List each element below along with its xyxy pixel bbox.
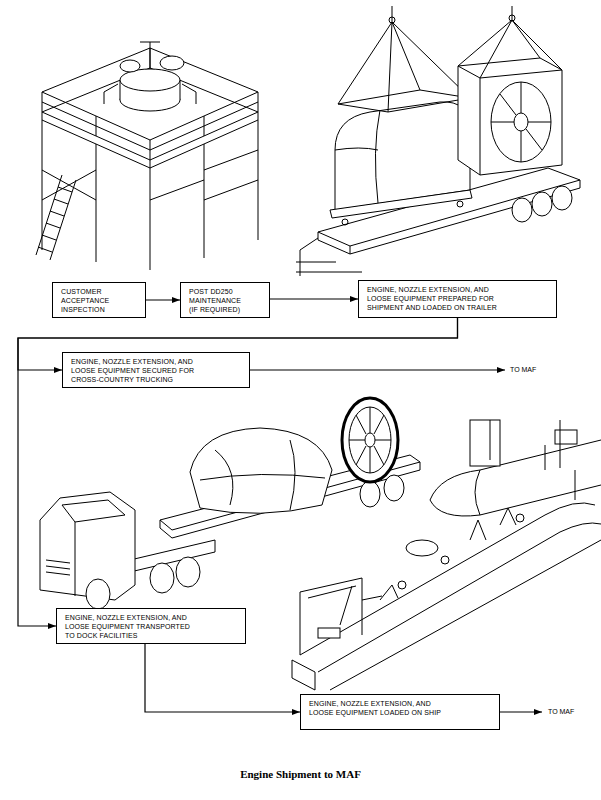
box-text: CUSTOMER ACCEPTANCE INSPECTION — [61, 287, 129, 314]
process-box: POST DD250 MAINTENANCE (IF REQUIRED) — [180, 282, 270, 318]
nozzle-spoke — [349, 407, 391, 473]
flow-connector — [18, 318, 458, 626]
gantry-cable — [340, 586, 382, 625]
bollard — [398, 581, 406, 589]
stand-deck-edge — [150, 160, 151, 168]
dock-edge — [300, 503, 595, 655]
deck-machinery — [380, 508, 516, 600]
trailer-wheel — [532, 192, 552, 216]
nozzle-hub — [365, 433, 375, 447]
loading-crate — [318, 628, 340, 638]
truck-wheel — [150, 563, 174, 593]
ship-hull — [330, 540, 601, 690]
destination-label: TO MAF — [510, 366, 536, 373]
cover-fold — [200, 440, 325, 510]
box-text: ENGINE, NOZZLE EXTENSION, AND LOOSE EQUI… — [367, 285, 506, 312]
process-box: ENGINE, NOZZLE EXTENSION, AND LOOSE EQUI… — [300, 694, 500, 730]
tractor-part — [296, 238, 362, 276]
sling — [458, 6, 562, 78]
trailer-bed-edge — [350, 246, 351, 254]
bollard — [516, 514, 524, 522]
outgoing-arrow — [500, 711, 542, 712]
engine-pipe — [104, 42, 196, 104]
nozzle-rim — [349, 407, 391, 473]
process-box: ENGINE, NOZZLE EXTENSION, AND LOOSE EQUI… — [358, 280, 557, 318]
box-text: ENGINE, NOZZLE EXTENSION, AND LOOSE EQUI… — [65, 613, 195, 640]
ship-structure — [470, 420, 500, 466]
crate-loading-illustration — [296, 6, 580, 276]
tractor-chassis — [130, 540, 215, 572]
crate-caster — [457, 201, 463, 207]
sling — [338, 6, 470, 112]
lifting-frame — [338, 90, 470, 112]
truck-wheel — [176, 557, 200, 587]
trailer-wheel — [384, 475, 404, 501]
crate-seam — [335, 110, 380, 203]
nozzle-spoke — [491, 82, 551, 162]
trailer-wheel — [512, 198, 532, 222]
process-box: ENGINE, NOZZLE EXTENSION, AND LOOSE EQUI… — [62, 352, 250, 388]
ship-structure — [555, 430, 577, 444]
process-box: CUSTOMER ACCEPTANCE INSPECTION — [52, 282, 146, 318]
dock-edge — [318, 523, 601, 672]
nozzle-extension — [491, 82, 551, 162]
cab-detail — [46, 522, 75, 596]
nozzle-extension — [342, 398, 398, 482]
crate-caster — [342, 219, 348, 225]
crate-skid — [330, 190, 472, 218]
truck-cab — [40, 492, 135, 600]
container-on-deck — [406, 540, 438, 556]
flow-connector — [270, 298, 358, 299]
windshield — [62, 500, 125, 522]
test-stand-illustration — [36, 42, 258, 270]
crate-frame — [458, 66, 562, 175]
stand-ladder — [36, 175, 76, 260]
ship-mast — [490, 420, 575, 500]
box-text: POST DD250 MAINTENANCE (IF REQUIRED) — [189, 287, 249, 314]
hook — [389, 17, 395, 23]
trailer-wheel — [360, 481, 380, 507]
hook — [509, 15, 515, 21]
flow-connector — [145, 644, 300, 712]
dock-gantry — [300, 578, 362, 655]
destination-label: TO MAF — [548, 708, 574, 715]
nozzle-hub — [514, 113, 528, 131]
engine-pump — [160, 56, 184, 70]
trailer-wheel — [552, 186, 572, 210]
truck-wheel — [86, 579, 110, 609]
figure-caption: Engine Shipment to MAF — [0, 768, 601, 780]
ship-hold — [475, 470, 480, 515]
covered-engine — [190, 428, 332, 513]
bollard — [441, 556, 449, 564]
process-box: ENGINE, NOZZLE EXTENSION, AND LOOSE EQUI… — [56, 608, 246, 644]
flow-connector — [146, 299, 180, 300]
gangway — [292, 660, 315, 690]
box-text: ENGINE, NOZZLE EXTENSION, AND LOOSE EQUI… — [309, 699, 447, 717]
outgoing-arrow — [250, 369, 505, 370]
box-text: ENGINE, NOZZLE EXTENSION, AND LOOSE EQUI… — [71, 357, 209, 384]
truck-illustration — [40, 398, 420, 609]
engine-pump — [120, 60, 140, 72]
nozzle-crate — [458, 58, 562, 175]
ship-loading-illustration — [292, 420, 601, 690]
